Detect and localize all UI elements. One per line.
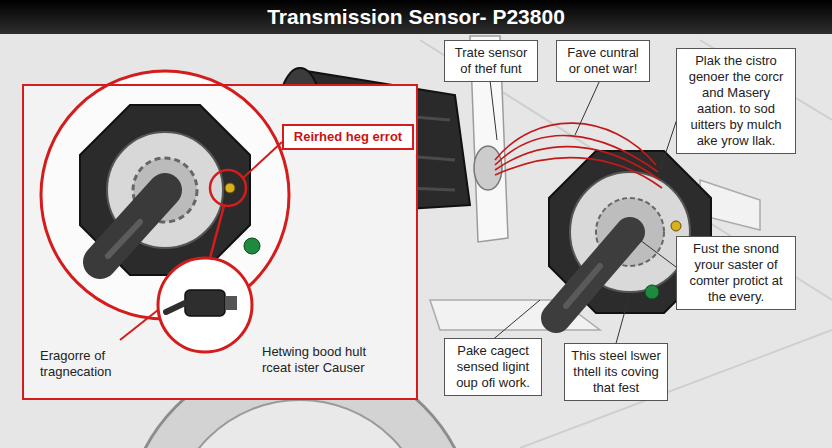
inset-panel: Eragorre of tragnecation Hetwing bood hul…: [22, 84, 418, 400]
connector-tip: [225, 296, 237, 310]
red-leader: [243, 142, 282, 178]
callout-text: Pake cagect sensed ligint oup ofi work.: [451, 343, 535, 391]
leader-lines: [490, 80, 680, 347]
callout-box: This steel lswer thtell its coving that …: [564, 343, 668, 401]
callout-box: Trate sensor of thef funt: [444, 40, 538, 82]
error-label: Reirhed heg errot: [290, 129, 406, 145]
zoom-sensor: [80, 105, 260, 275]
detail-connector: [166, 290, 237, 316]
green-indicator: [645, 285, 659, 299]
leader-line: [615, 300, 628, 347]
zoom-housing: [80, 105, 250, 275]
probe-highlight: [566, 266, 600, 306]
connector-cable: [166, 303, 185, 312]
wire: [495, 158, 662, 188]
callout-box: Fave cuntral or onet war!: [556, 40, 650, 82]
diagram-title: Transmission Sensor- P23800: [0, 5, 832, 29]
leader-line: [490, 80, 497, 140]
callout-text: Plak the cistro genoer the corcr and Mas…: [683, 53, 789, 149]
wheel-rim: [170, 400, 430, 448]
callout-text: Trate sensor of thef funt: [451, 45, 531, 77]
zoom-probe: [100, 190, 165, 262]
panel-label: Hetwing bood hult rceat ister Causer: [262, 344, 382, 376]
leader-line: [490, 300, 540, 342]
wire: [495, 147, 660, 180]
panel-label: Eragorre of tragnecation: [40, 348, 152, 380]
structure-line: [520, 330, 832, 448]
red-leader: [120, 310, 158, 340]
callout-text: This steel lswer thtell its coving that …: [571, 348, 661, 396]
green-indicator: [244, 238, 260, 254]
callout-text: Fust the snond yrour saster of comter pr…: [683, 241, 789, 305]
wire: [495, 123, 656, 165]
title-band: [0, 0, 832, 34]
fault-marker: [210, 170, 246, 206]
connector-plug: [185, 290, 225, 316]
callout-box: Fust the snond yrour saster of comter pr…: [676, 236, 796, 310]
wire: [495, 136, 658, 172]
connector-pin: [225, 183, 235, 193]
zoom-probe-highlight: [108, 222, 140, 256]
error-label-box: Reirhed heg errot: [282, 124, 414, 150]
detail-circle: [158, 258, 252, 352]
connector-pin: [671, 221, 681, 231]
wires: [495, 123, 662, 188]
sensor-probe: [556, 232, 630, 318]
leader-line: [640, 240, 680, 270]
red-leader: [210, 206, 224, 258]
callout-box: Plak the cistro genoer the corcr and Mas…: [676, 48, 796, 154]
callout-box: Pake cagect sensed ligint oup ofi work.: [444, 338, 542, 396]
callout-text: Fave cuntral or onet war!: [563, 45, 643, 77]
leader-line: [575, 80, 600, 135]
